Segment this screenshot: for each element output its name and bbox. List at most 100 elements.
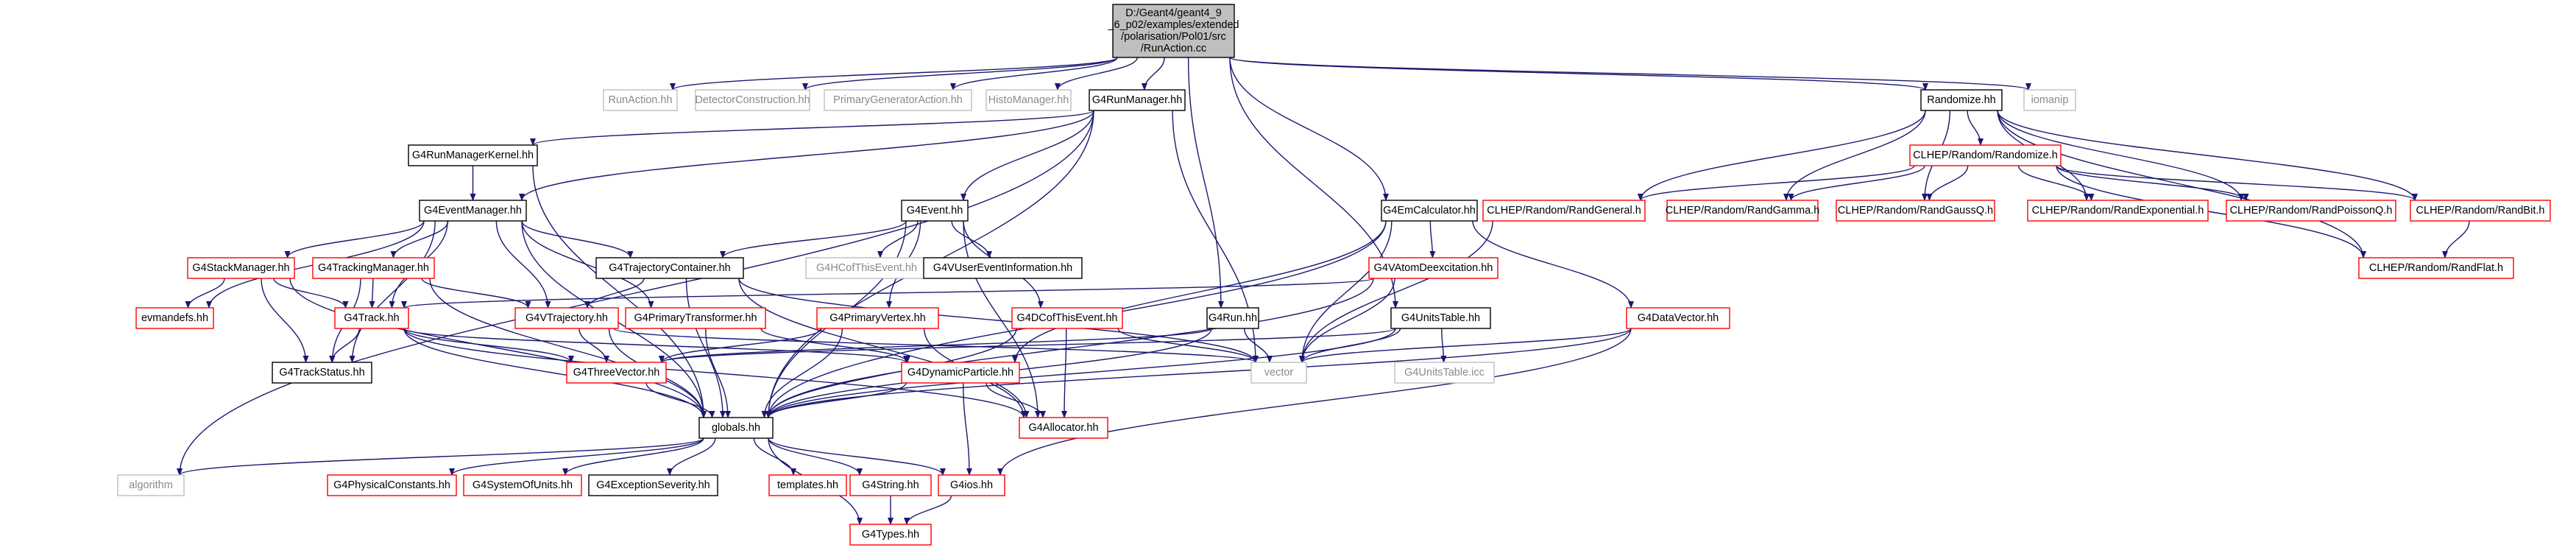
node-randomize-hh[interactable]: Randomize.hh (1920, 89, 2003, 111)
edge-g4unitstable-hh-to-g4unitstable-icc (1440, 328, 1447, 363)
edge-g4trackingmanager-hh-to-g4vtrajectory-hh (421, 278, 531, 309)
edge-clhep-randomize-h-to-clhep-randpoissonq-h (2056, 165, 2249, 201)
edge-g4track-hh-to-g4threevector-hh (403, 328, 574, 363)
node-clhep-randgeneral-h[interactable]: CLHEP/Random/RandGeneral.h (1482, 200, 1646, 222)
node-box (849, 474, 932, 496)
node-label: G4TrackStatus.hh (279, 367, 364, 379)
edge-globals-hh-to-algorithm (177, 437, 704, 476)
node-g4systemofunits-hh[interactable]: G4SystemOfUnits.hh (463, 474, 582, 496)
edge-globals-hh-to-g4exceptionseverity-hh (667, 437, 716, 476)
node-label: CLHEP/Random/RandBit.h (2416, 205, 2545, 217)
node-g4hcofthisevent-hh: G4HCofThisEvent.hh (805, 257, 928, 279)
node-clhep-randflat-h[interactable]: CLHEP/Random/RandFlat.h (2358, 257, 2514, 279)
node-g4stackmanager-hh[interactable]: G4StackManager.hh (187, 257, 295, 279)
node-label: G4PrimaryTransformer.hh (634, 312, 757, 324)
node-clhep-randbit-h[interactable]: CLHEP/Random/RandBit.h (2410, 200, 2551, 222)
node-g4run-hh[interactable]: G4Run.hh (1206, 307, 1259, 329)
node-g4eventmanager-hh[interactable]: G4EventManager.hh (419, 200, 527, 222)
node-box (938, 474, 1005, 496)
node-g4datavector-hh[interactable]: G4DataVector.hh (1626, 307, 1730, 329)
node-box (2027, 200, 2209, 222)
edge-clhep-randomize-h-to-clhep-randbit-h (2056, 165, 2418, 201)
node-box (588, 474, 718, 496)
edge-g4dcofthisevent-hh-to-g4allocator-hh (1061, 328, 1068, 418)
edge-g4unitstable-hh-to-g4threevector-hh (659, 328, 1396, 363)
edge-g4eventmanager-hh-to-g4trackingmanager-hh (390, 220, 449, 258)
node-clhep-randomize-h[interactable]: CLHEP/Random/Randomize.h (1909, 144, 2062, 166)
edge-g4dynamicparticle-hh-to-globals-hh (765, 382, 907, 418)
node-label: CLHEP/Random/Randomize.h (1913, 149, 2058, 161)
node-g4exceptionseverity-hh[interactable]: G4ExceptionSeverity.hh (588, 474, 718, 496)
edge-root-to-primarygen-hh (950, 57, 1118, 91)
node-g4primarytransformer-hh[interactable]: G4PrimaryTransformer.hh (625, 307, 766, 329)
node-clhep-randexponential-h[interactable]: CLHEP/Random/RandExponential.h (2027, 200, 2209, 222)
node-g4emcalculator-hh[interactable]: G4EmCalculator.hh (1381, 200, 1478, 222)
node-g4dynamicparticle-hh[interactable]: G4DynamicParticle.hh (901, 362, 1020, 384)
node-g4primaryvertex-hh[interactable]: G4PrimaryVertex.hh (816, 307, 939, 329)
node-g4vatomdeexcitation-hh[interactable]: G4VAtomDeexcitation.hh (1368, 257, 1498, 279)
node-g4track-hh[interactable]: G4Track.hh (334, 307, 409, 329)
node-label: Randomize.hh (1927, 94, 1996, 106)
node-label: G4Run.hh (1209, 312, 1257, 324)
edge-randomize-hh-to-clhep-randgeneral-h (1638, 110, 1926, 201)
node-box (1666, 200, 1819, 222)
node-label: PrimaryGeneratorAction.hh (833, 94, 963, 106)
node-box (1909, 144, 2062, 166)
node-g4threevector-hh[interactable]: G4ThreeVector.hh (566, 362, 667, 384)
node-evmandefs-hh[interactable]: evmandefs.hh (135, 307, 214, 329)
node-label: evmandefs.hh (141, 312, 208, 324)
node-g4trackingmanager-hh[interactable]: G4TrackingManager.hh (312, 257, 435, 279)
node-box (768, 474, 847, 496)
node-g4trajectorycontainer-hh[interactable]: G4TrajectoryContainer.hh (595, 257, 744, 279)
node-label: G4DynamicParticle.hh (907, 367, 1013, 379)
edge-g4eventmanager-hh-to-g4primarytransformer-hh (521, 220, 654, 309)
node-label: G4RunManager.hh (1092, 94, 1183, 106)
edge-g4runmanager-hh-to-algorithm (177, 110, 1094, 476)
node-g4ios-hh[interactable]: G4ios.hh (938, 474, 1005, 496)
node-box (603, 89, 678, 111)
node-clhep-randpoissonq-h[interactable]: CLHEP/Random/RandPoissonQ.h (2226, 200, 2396, 222)
node-iomanip: iomanip (2023, 89, 2076, 111)
node-g4allocator-hh[interactable]: G4Allocator.hh (1019, 417, 1108, 439)
node-box (187, 257, 295, 279)
edge-clhep-randomize-h-to-clhep-randgaussq-h (1926, 165, 1969, 201)
edge-clhep-randomize-h-to-clhep-randgeneral-h (1638, 165, 1915, 201)
node-g4unitstable-hh[interactable]: G4UnitsTable.hh (1390, 307, 1491, 329)
node-g4runmanager-hh[interactable]: G4RunManager.hh (1089, 89, 1186, 111)
edge-g4stackmanager-hh-to-g4trackstatus-hh (261, 278, 309, 363)
node-g4string-hh[interactable]: G4String.hh (849, 474, 932, 496)
node-clhep-randgamma-h[interactable]: CLHEP/Random/RandGamma.h (1666, 200, 1820, 222)
node-detector-hh: DetectorConstruction.hh (695, 89, 810, 111)
node-g4event-hh[interactable]: G4Event.hh (901, 200, 969, 222)
node-g4trackstatus-hh[interactable]: G4TrackStatus.hh (272, 362, 372, 384)
node-label: G4VUserEventInformation.hh (933, 262, 1072, 274)
edge-g4trajectorycontainer-hh-to-globals-hh (685, 278, 726, 418)
edge-root-to-iomanip (1229, 57, 2031, 91)
node-g4vtrajectory-hh[interactable]: G4VTrajectory.hh (514, 307, 619, 329)
node-g4physicalconstants-hh[interactable]: G4PhysicalConstants.hh (327, 474, 457, 496)
node-label: G4TrackingManager.hh (318, 262, 429, 274)
node-label: G4Types.hh (862, 529, 919, 541)
edge-root-to-histo-hh (1054, 57, 1138, 91)
node-g4vuserevent-hh[interactable]: G4VUserEventInformation.hh (923, 257, 1083, 279)
node-box (595, 257, 744, 279)
edge-g4track-hh-to-g4trackstatus-hh (329, 328, 360, 363)
node-root[interactable]: D:/Geant4/geant4_9_6_p02/examples/extend… (1107, 4, 1239, 58)
node-label: HistoManager.hh (988, 94, 1069, 106)
node-templates-hh[interactable]: templates.hh (768, 474, 847, 496)
node-clhep-randgaussq-h[interactable]: CLHEP/Random/RandGaussQ.h (1836, 200, 1995, 222)
node-label: _6_p02/examples/extended (1107, 19, 1239, 31)
node-label: G4UnitsTable.icc (1404, 367, 1485, 379)
node-g4dcofthisevent-hh[interactable]: G4DCofThisEvent.hh (1011, 307, 1123, 329)
edge-g4eventmanager-hh-to-g4trajectorycontainer-hh (521, 220, 634, 258)
node-label: G4String.hh (862, 479, 919, 491)
node-globals-hh[interactable]: globals.hh (698, 417, 774, 439)
node-box (117, 474, 185, 496)
node-label: G4ExceptionSeverity.hh (596, 479, 710, 491)
edge-randomize-hh-to-clhep-randflat-h (1997, 110, 2366, 258)
node-g4types-hh[interactable]: G4Types.hh (849, 524, 932, 546)
node-g4runmanagerkernel-hh[interactable]: G4RunManagerKernel.hh (408, 144, 538, 166)
edge-g4trajectorycontainer-hh-to-g4allocator-hh (738, 278, 1027, 418)
node-label: G4ios.hh (950, 479, 993, 491)
edge-randomize-hh-to-clhep-randgamma-h (1783, 110, 1926, 201)
